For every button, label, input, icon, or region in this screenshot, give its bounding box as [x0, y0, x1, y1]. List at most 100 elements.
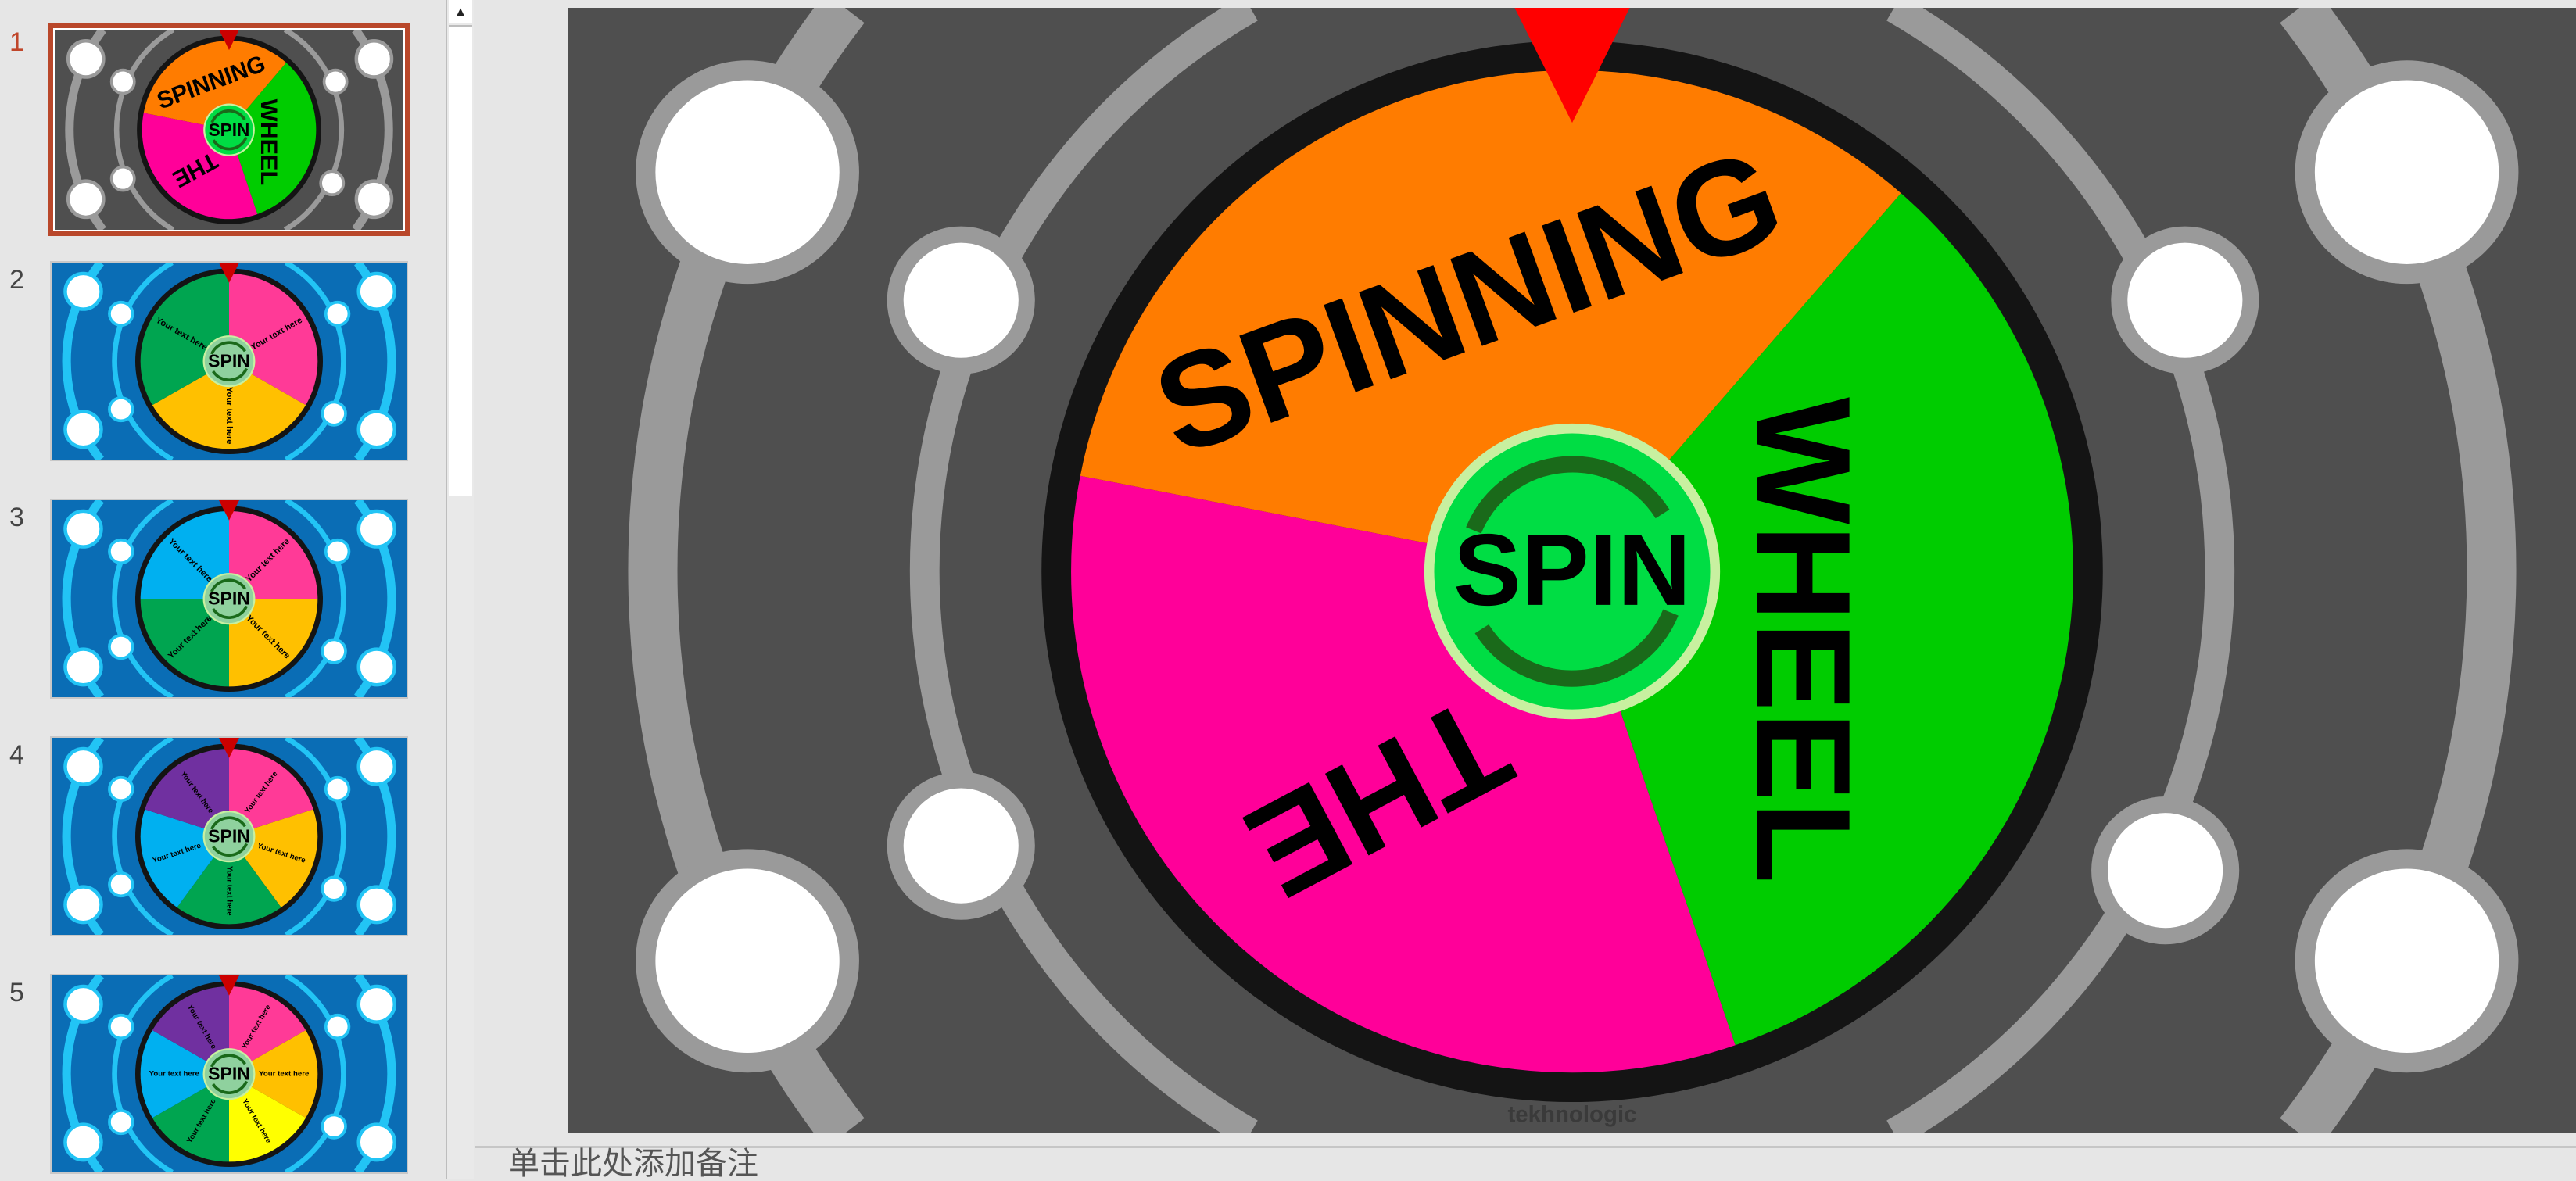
spin-button[interactable]: SPIN [203, 103, 255, 156]
notes-placeholder[interactable]: 单击此处添加备注 [508, 1147, 758, 1181]
large-white-circle [356, 647, 396, 687]
rotate-arrow-icon [211, 843, 249, 857]
large-white-circle [63, 746, 103, 786]
large-white-circle [356, 984, 396, 1024]
wheel-segment[interactable] [145, 748, 229, 837]
spin-button[interactable]: SPIN [202, 335, 256, 388]
pointer-arrow-icon [1514, 8, 1630, 123]
spin-button-face[interactable] [205, 105, 253, 155]
wheel-segment[interactable] [229, 63, 317, 214]
rotate-arrow-icon [210, 1054, 247, 1068]
wheel-segment[interactable] [229, 748, 313, 837]
wheel-segment[interactable] [229, 599, 318, 687]
small-white-circle [2091, 796, 2240, 945]
wheel-segment[interactable] [152, 1074, 229, 1162]
inner-ring-arc-left [909, 8, 1258, 1133]
wheel-segment[interactable] [1572, 193, 2073, 1046]
spin-button-face[interactable] [204, 812, 254, 861]
spin-button-face[interactable] [204, 337, 254, 386]
slide-number: 4 [9, 740, 24, 770]
large-white-circle [63, 410, 103, 449]
inner-ring-arc-right [285, 738, 346, 935]
rotate-arrow-icon [211, 605, 249, 620]
spin-button[interactable]: SPIN [202, 573, 256, 625]
spin-button[interactable]: SPIN [202, 811, 256, 863]
small-white-circle [321, 1113, 347, 1140]
large-white-circle [356, 410, 396, 449]
small-white-circle [108, 300, 134, 327]
wheel-segment[interactable] [1080, 70, 1901, 572]
small-white-circle [321, 400, 347, 427]
wheel-segment[interactable] [140, 510, 229, 599]
small-white-circle [319, 170, 346, 197]
thumbnail-scrollbar[interactable]: ▲ [446, 0, 474, 1179]
wheel-segment[interactable] [229, 1074, 306, 1162]
spin-button-label[interactable]: SPIN [208, 589, 250, 609]
rotate-arrow-icon [210, 341, 247, 355]
spin-button-label[interactable]: SPIN [209, 120, 250, 140]
large-white-circle [63, 1122, 103, 1162]
spin-button-label[interactable]: SPIN [1453, 513, 1691, 627]
large-white-circle [354, 179, 394, 220]
small-white-circle [108, 871, 134, 898]
spin-button-label[interactable]: SPIN [208, 826, 250, 846]
inner-ring-arc-right [283, 30, 345, 230]
spin-button-label[interactable]: SPIN [208, 1064, 250, 1084]
large-white-circle [63, 647, 103, 687]
wheel-segment[interactable] [152, 986, 229, 1075]
wheel-segment[interactable] [229, 1030, 318, 1118]
wheel-segment[interactable] [152, 361, 306, 449]
small-white-circle [322, 68, 349, 95]
wheel-segment[interactable] [229, 986, 306, 1075]
small-white-circle [108, 396, 134, 423]
spin-button-face[interactable] [1434, 433, 1711, 710]
pointer-arrow-icon [218, 500, 240, 521]
inner-ring-arc-left [113, 30, 175, 230]
rotate-arrow-icon [210, 816, 247, 830]
spin-button-face[interactable] [204, 574, 254, 624]
segment-label: WHEEL [256, 99, 281, 186]
small-white-circle [321, 875, 347, 902]
large-white-circle [356, 509, 396, 549]
wheel-segment[interactable] [140, 1030, 229, 1118]
rotate-arrow-icon [212, 136, 248, 151]
large-white-circle [66, 179, 106, 220]
small-white-circle [324, 775, 351, 803]
wheel-segment[interactable] [140, 599, 229, 687]
rotate-arrow-icon [211, 1080, 249, 1095]
spin-button[interactable]: SPIN [1424, 423, 1721, 720]
segment-label: Your text here [224, 866, 233, 916]
rotate-arrow-icon [210, 578, 247, 592]
large-white-circle [2295, 60, 2519, 285]
wheel-segment[interactable] [177, 836, 281, 925]
inner-ring-arc-right [285, 975, 346, 1172]
large-white-circle [63, 885, 103, 925]
spin-button-face[interactable] [204, 1050, 254, 1099]
scroll-up-arrow-icon[interactable]: ▲ [449, 0, 472, 23]
scrollbar-thumb[interactable] [449, 25, 472, 496]
small-white-circle [108, 1109, 134, 1136]
slide-number: 3 [9, 503, 24, 532]
spin-button-label[interactable]: SPIN [208, 351, 250, 371]
large-white-circle [66, 38, 106, 79]
small-white-circle [109, 68, 136, 95]
small-white-circle [108, 634, 134, 660]
inner-ring-arc-left [112, 975, 174, 1172]
inner-ring-arc-right [285, 263, 346, 460]
watermark-logo: tekhnologic [1508, 1101, 1637, 1127]
wheel-segment[interactable] [143, 41, 287, 131]
spin-button[interactable]: SPIN [202, 1048, 256, 1100]
large-white-circle [356, 1122, 396, 1162]
wheel-segment[interactable] [229, 510, 318, 599]
notes-pane[interactable]: 单击此处添加备注 [475, 1146, 2576, 1179]
